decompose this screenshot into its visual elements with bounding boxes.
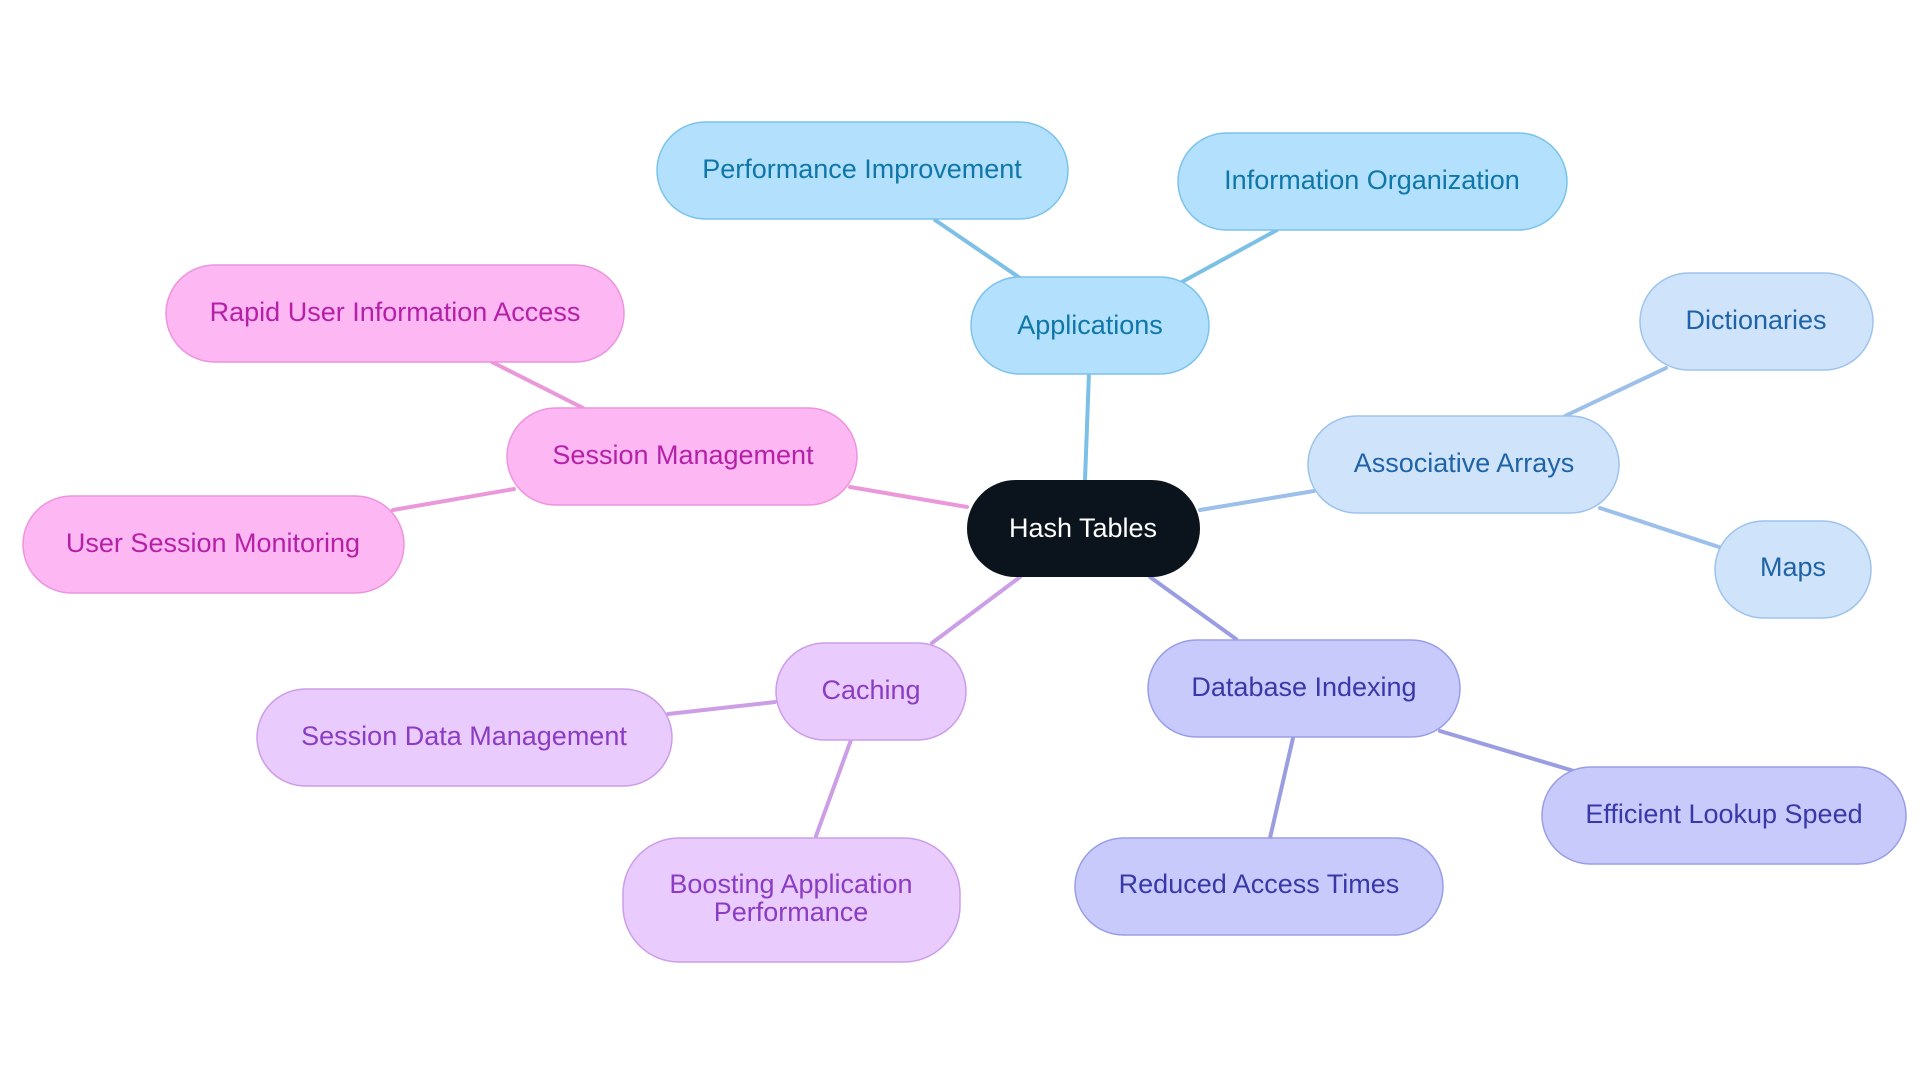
node-performance-improvement-label: Performance Improvement: [702, 154, 1022, 184]
node-associative-arrays-shape: [1307, 415, 1620, 514]
node-caching-label: Caching: [821, 675, 920, 705]
node-user-session-monitoring[interactable]: User Session Monitoring: [22, 495, 405, 594]
node-session-data-management-shape: [256, 688, 673, 787]
node-maps-shape: [1714, 520, 1872, 619]
edge-root-session-management: [848, 485, 969, 509]
node-database-indexing-shape: [1147, 639, 1461, 738]
node-hash-tables-label: Hash Tables: [1009, 513, 1157, 543]
node-applications-label: Applications: [1017, 310, 1163, 340]
node-information-organization[interactable]: Information Organization: [1177, 132, 1568, 231]
edges: [391, 218, 1721, 840]
node-reduced-access-times-shape: [1074, 837, 1444, 936]
node-user-session-monitoring-shape: [22, 495, 405, 594]
node-session-data-management[interactable]: Session Data Management: [256, 688, 673, 787]
node-hash-tables-shape: [967, 480, 1200, 577]
edge-root-caching: [930, 575, 1022, 645]
node-dictionaries-shape: [1639, 272, 1874, 371]
node-applications-shape: [970, 276, 1210, 375]
edge-database-indexing-efficient-lookup-speed: [1438, 729, 1576, 773]
edge-session-management-user-session-monitoring: [391, 487, 516, 512]
node-caching[interactable]: Caching: [775, 642, 967, 741]
node-caching-shape: [775, 642, 967, 741]
node-maps[interactable]: Maps: [1714, 520, 1872, 619]
node-rapid-user-information-access-label: Rapid User Information Access: [210, 297, 581, 327]
node-reduced-access-times-label: Reduced Access Times: [1119, 869, 1400, 899]
edge-applications-information-organization: [1178, 228, 1279, 285]
node-information-organization-label: Information Organization: [1224, 165, 1520, 195]
edge-caching-boosting-application-performance: [814, 738, 853, 838]
edge-session-management-rapid-user-information-access: [490, 360, 585, 410]
edge-associative-arrays-dictionaries: [1563, 366, 1668, 418]
node-user-session-monitoring-label: User Session Monitoring: [66, 528, 360, 558]
node-dictionaries[interactable]: Dictionaries: [1639, 272, 1874, 371]
node-associative-arrays-label: Associative Arrays: [1354, 448, 1575, 478]
node-boosting-application-performance[interactable]: Boosting Application Performance: [622, 837, 961, 963]
node-reduced-access-times[interactable]: Reduced Access Times: [1074, 837, 1444, 936]
edge-root-associative-arrays: [1198, 489, 1316, 512]
edge-root-database-indexing: [1148, 575, 1238, 641]
edge-associative-arrays-maps: [1598, 506, 1721, 549]
node-maps-label: Maps: [1760, 552, 1826, 582]
node-performance-improvement[interactable]: Performance Improvement: [656, 121, 1069, 220]
node-performance-improvement-shape: [656, 121, 1069, 220]
node-efficient-lookup-speed-shape: [1541, 766, 1907, 865]
node-database-indexing-label: Database Indexing: [1191, 672, 1416, 702]
node-boosting-application-performance-shape: [622, 837, 961, 963]
edge-applications-performance-improvement: [933, 218, 1022, 280]
edge-database-indexing-reduced-access-times: [1268, 736, 1295, 840]
node-database-indexing[interactable]: Database Indexing: [1147, 639, 1461, 738]
node-boosting-application-performance-line1: Boosting Application: [669, 869, 912, 899]
node-dictionaries-label: Dictionaries: [1685, 305, 1826, 335]
node-session-management-shape: [506, 407, 858, 506]
node-session-management[interactable]: Session Management: [506, 407, 858, 506]
node-session-data-management-label: Session Data Management: [301, 721, 627, 751]
node-boosting-application-performance-line2: Performance: [714, 897, 869, 927]
node-applications[interactable]: Applications: [970, 276, 1210, 375]
node-rapid-user-information-access-shape: [165, 264, 625, 363]
node-efficient-lookup-speed[interactable]: Efficient Lookup Speed: [1541, 766, 1907, 865]
node-efficient-lookup-speed-label: Efficient Lookup Speed: [1585, 799, 1862, 829]
node-session-management-label: Session Management: [552, 440, 814, 470]
edge-root-applications: [1083, 370, 1091, 482]
node-information-organization-shape: [1177, 132, 1568, 231]
node-associative-arrays[interactable]: Associative Arrays: [1307, 415, 1620, 514]
edge-caching-session-data-management: [666, 700, 777, 716]
node-hash-tables[interactable]: Hash Tables: [967, 480, 1200, 577]
node-rapid-user-information-access[interactable]: Rapid User Information Access: [165, 264, 625, 363]
